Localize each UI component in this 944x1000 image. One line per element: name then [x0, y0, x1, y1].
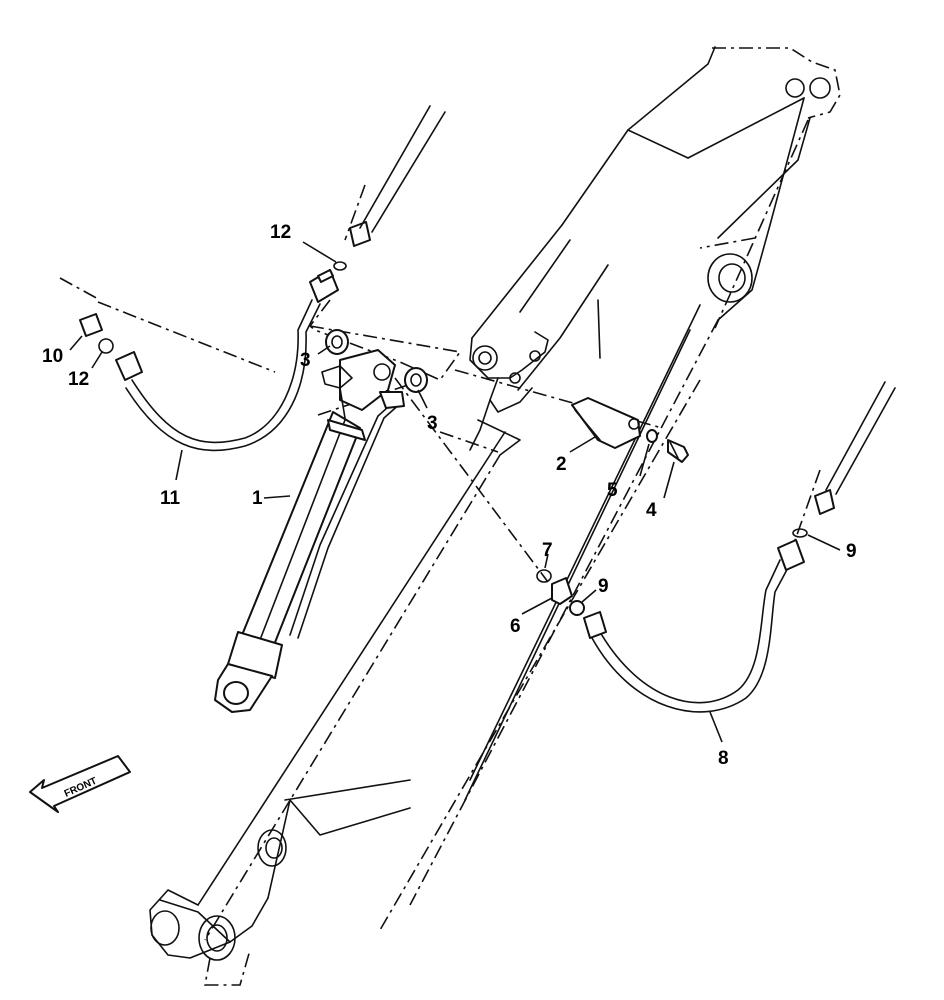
boom-arm [149, 46, 841, 986]
hose-11-assembly [79, 105, 446, 452]
leader-lines [69, 241, 841, 743]
washers-3 [325, 329, 428, 393]
hydraulic-cylinder [214, 349, 405, 713]
callout-2: 2 [556, 454, 567, 475]
callout-6: 6 [510, 616, 521, 637]
callout-3-lower: 3 [427, 413, 438, 434]
callout-8: 8 [718, 748, 729, 769]
callout-12-top: 12 [270, 222, 291, 243]
callout-9-right: 9 [846, 541, 857, 562]
callout-12-left: 12 [68, 369, 89, 390]
callout-5: 5 [607, 480, 618, 501]
callout-3-upper: 3 [300, 350, 311, 371]
pin-bolt-group [571, 397, 689, 463]
callout-9-lower: 9 [598, 576, 609, 597]
callout-10: 10 [42, 346, 63, 367]
alignment-lines [59, 184, 821, 583]
front-arrow: FRONT [29, 755, 131, 813]
hose-8-assembly [536, 381, 896, 713]
callouts: 1 2 3 3 4 5 6 7 8 9 9 10 11 12 12 [42, 222, 857, 769]
callout-1: 1 [252, 488, 263, 509]
callout-4: 4 [646, 500, 657, 521]
callout-7: 7 [542, 540, 553, 561]
front-arrow-icon [29, 755, 131, 813]
callout-11: 11 [160, 488, 181, 509]
